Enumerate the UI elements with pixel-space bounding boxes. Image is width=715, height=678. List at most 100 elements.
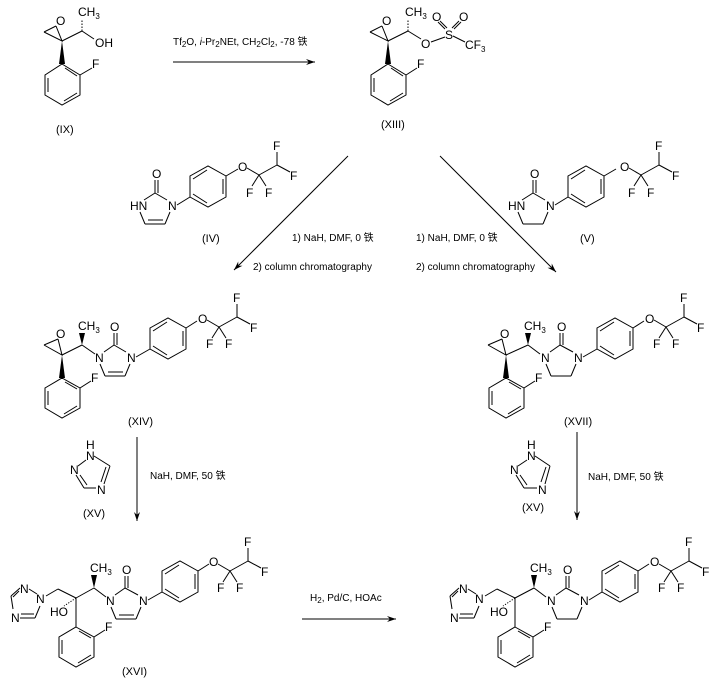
atom-f: F (680, 291, 687, 305)
atom-n: N (139, 594, 148, 608)
atom-n: N (538, 483, 547, 497)
atom-o: O (56, 14, 65, 28)
atom-f: F (535, 371, 542, 385)
atom-f: F (697, 321, 704, 335)
atom-n: N (86, 449, 95, 463)
atom-f: F (246, 186, 253, 200)
atom-f: F (685, 535, 692, 549)
atom-f: F (702, 565, 709, 579)
atom-n: N (450, 611, 459, 625)
atom-n: N (541, 351, 550, 365)
atom-n: N (546, 199, 555, 213)
atom-n: N (475, 592, 484, 606)
atom-n: N (574, 351, 583, 365)
reagent-xv-right: H N N N (XV) NaH, DMF, 50 铁 (510, 432, 664, 520)
compound-ix: O CH3 OH F (IX) (43, 5, 113, 136)
atom-f: F (647, 186, 654, 200)
atom-f: F (672, 337, 679, 351)
label-v: (V) (580, 233, 595, 245)
conditions-hydrogenation: H2, Pd/C, HOAc (310, 593, 382, 605)
reagent-xv-left: H N N N (XV) NaH, DMF, 50 铁 (70, 437, 226, 521)
conditions-left-1: 1) NaH, DMF, 0 铁 (292, 231, 374, 244)
atom-f: F (290, 169, 297, 183)
compound-iv: HN O N O F F F F (IV) (130, 139, 297, 245)
atom-n: N (20, 582, 29, 596)
atom-h: H (527, 438, 536, 452)
atom-f: F (91, 371, 98, 385)
atom-n: N (106, 594, 115, 608)
atom-ho: HO (490, 605, 508, 619)
atom-o: O (432, 10, 441, 24)
atom-n: N (97, 483, 106, 497)
conditions-triazole-left: NaH, DMF, 50 铁 (150, 469, 226, 482)
atom-n: N (580, 594, 589, 608)
atom-n: N (70, 463, 79, 477)
arrow-left (233, 155, 349, 271)
atom-cf3: CF3 (465, 38, 486, 54)
label-iv: (IV) (202, 233, 220, 245)
label-ix: (IX) (56, 124, 74, 136)
atom-hn: HN (130, 199, 147, 213)
atom-n: N (168, 199, 177, 213)
atom-f: F (105, 620, 112, 634)
atom-f: F (265, 186, 272, 200)
atom-f: F (544, 620, 551, 634)
atom-f: F (658, 581, 665, 595)
atom-f: F (233, 291, 240, 305)
compound-xvi: N N N HO CH3 N O N O F (10, 535, 268, 678)
reagents-step1: Tf2O, i-Pr2NEt, CH2Cl2, -78 铁 (173, 35, 308, 49)
atom-f: F (92, 57, 99, 71)
atom-o: O (238, 160, 247, 174)
compound-v: HN O N O F F F F (V) (508, 139, 679, 245)
atom-o: O (563, 563, 572, 577)
conditions-right-1: 1) NaH, DMF, 0 铁 (416, 231, 498, 244)
compound-xiii: O CH3 O S O O CF3 F (XIII) (369, 5, 486, 131)
atom-n: N (527, 449, 536, 463)
atom-o: O (645, 312, 654, 326)
reaction-step-right: 1) NaH, DMF, 0 铁 2) column chromatograph… (416, 155, 557, 273)
atom-f: F (244, 535, 251, 549)
atom-f: F (206, 337, 213, 351)
reaction-step-1: Tf2O, i-Pr2NEt, CH2Cl2, -78 铁 (173, 35, 315, 65)
atom-o: O (198, 312, 207, 326)
atom-o: O (56, 327, 65, 341)
conditions-left-2: 2) column chromatography (253, 262, 372, 273)
label-xiv: (XIV) (128, 416, 153, 428)
atom-f: F (250, 321, 257, 335)
atom-o: O (122, 563, 131, 577)
atom-ch3: CH3 (524, 319, 546, 335)
atom-o: O (500, 327, 509, 341)
atom-ch3: CH3 (90, 561, 112, 577)
atom-n: N (36, 592, 45, 606)
label-xiii: (XIII) (381, 119, 405, 131)
atom-f: F (653, 337, 660, 351)
reaction-hydrogenation: H2, Pd/C, HOAc (302, 593, 396, 622)
atom-o: O (650, 555, 659, 569)
atom-o: O (557, 320, 566, 334)
atom-o: O (530, 167, 539, 181)
atom-h: H (86, 438, 95, 452)
atom-n: N (11, 611, 20, 625)
atom-o: O (620, 160, 629, 174)
atom-f: F (672, 169, 679, 183)
atom-n: N (547, 594, 556, 608)
atom-f: F (236, 581, 243, 595)
reaction-step-left: 1) NaH, DMF, 0 铁 2) column chromatograph… (233, 155, 374, 273)
atom-f: F (273, 139, 280, 153)
conditions-right-2: 2) column chromatography (416, 262, 535, 273)
atom-o: O (459, 10, 468, 24)
label-xvii: (XVII) (564, 416, 592, 428)
conditions-triazole-right: NaH, DMF, 50 铁 (588, 470, 664, 483)
compound-xiv: O CH3 N O N O F F F F F (43, 291, 257, 428)
atom-f: F (217, 581, 224, 595)
atom-ch3: CH3 (405, 5, 427, 21)
atom-ch3: CH3 (78, 5, 100, 21)
label-xvi: (XVI) (122, 666, 147, 678)
atom-o: O (110, 320, 119, 334)
atom-f: F (655, 139, 662, 153)
atom-f: F (677, 581, 684, 595)
compound-final-product: N N N HO CH3 N O N O F F (449, 535, 709, 668)
atom-ch3: CH3 (78, 319, 100, 335)
atom-s: S (445, 28, 453, 42)
